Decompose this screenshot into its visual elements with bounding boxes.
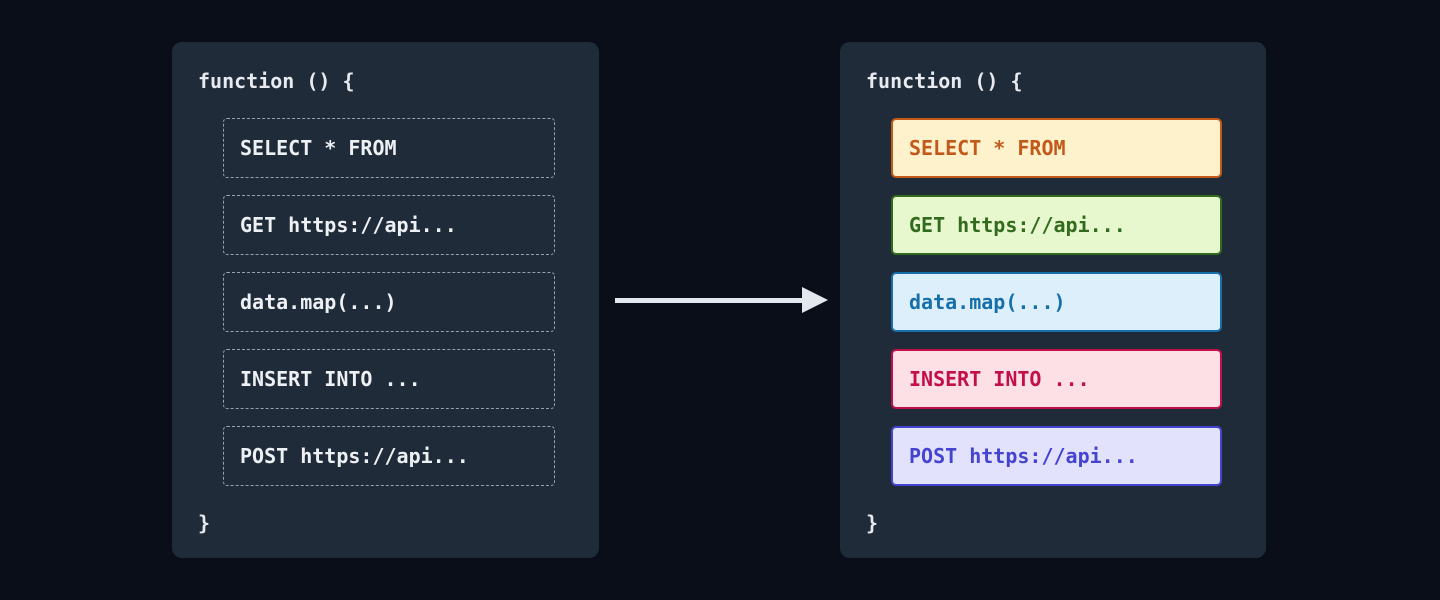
code-block-3: data.map(...): [223, 272, 555, 332]
function-open: function () {: [198, 69, 355, 93]
code-blocks-after: SELECT * FROM GET https://api... data.map(…: [891, 118, 1222, 486]
code-blocks-before: SELECT * FROM GET https://api... data.map(…: [223, 118, 555, 486]
function-open: function () {: [866, 69, 1023, 93]
function-close: }: [198, 511, 211, 535]
code-block-1: SELECT * FROM: [223, 118, 555, 178]
code-block-2: GET https://api...: [891, 195, 1222, 255]
arrow-head-icon: [802, 287, 828, 313]
code-panel-after: function () { SELECT * FROM GET https://a…: [840, 42, 1266, 558]
code-block-1: SELECT * FROM: [891, 118, 1222, 178]
code-block-2: GET https://api...: [223, 195, 555, 255]
code-block-4: INSERT INTO ...: [223, 349, 555, 409]
code-block-4: INSERT INTO ...: [891, 349, 1222, 409]
code-panel-before: function () { SELECT * FROM GET https://a…: [172, 42, 599, 558]
code-block-5: POST https://api...: [223, 426, 555, 486]
code-block-5: POST https://api...: [891, 426, 1222, 486]
arrow-line: [615, 298, 804, 303]
code-block-3: data.map(...): [891, 272, 1222, 332]
function-close: }: [866, 511, 879, 535]
